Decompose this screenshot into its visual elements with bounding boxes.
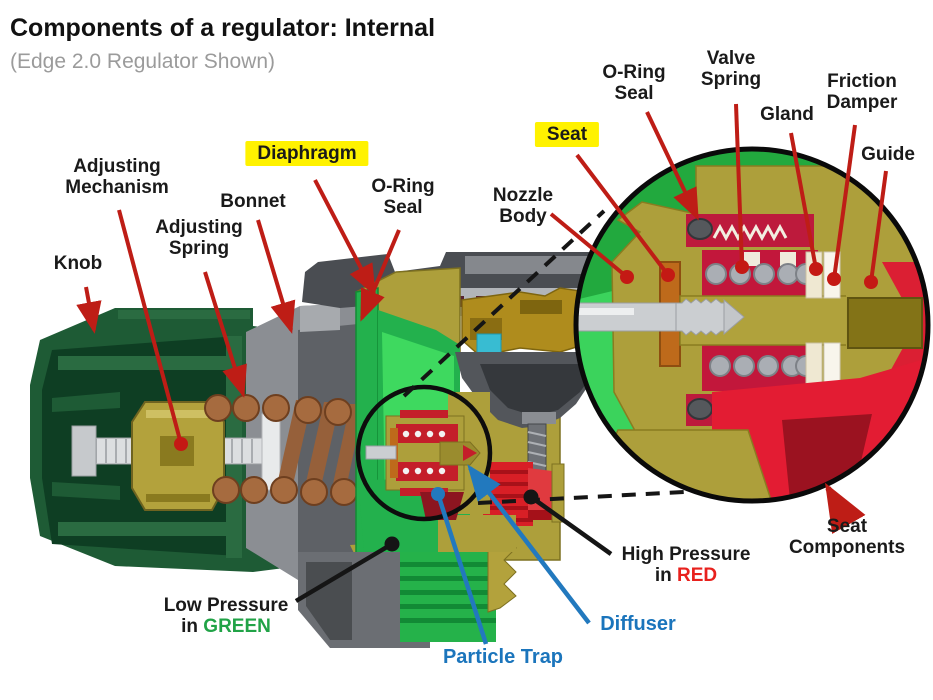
dashed-connectors xyxy=(402,209,703,505)
low-pressure-color-word: GREEN xyxy=(203,616,271,638)
seat-highlight: Seat xyxy=(534,122,600,147)
label-knob: Knob xyxy=(53,253,103,274)
label-adjusting-spring: Adjusting Spring xyxy=(155,217,243,260)
label-diffuser: Diffuser xyxy=(600,613,676,635)
adjusting-spring-graphic xyxy=(204,394,364,506)
label-high-pressure: High Pressure in RED xyxy=(622,544,751,587)
seat-area-graphic xyxy=(365,392,490,520)
label-adjusting-mechanism: Adjusting Mechanism xyxy=(65,156,169,199)
label-seat-components: Seat Components xyxy=(788,516,906,559)
label-low-pressure: Low Pressure in GREEN xyxy=(164,595,289,638)
high-pressure-color-word: RED xyxy=(677,565,718,587)
high-pressure-text: High Pressure xyxy=(621,544,751,565)
label-valve-spring: Valve Spring xyxy=(700,48,762,91)
adjusting-mechanism-graphic xyxy=(71,401,281,511)
low-pressure-prefix: in xyxy=(181,616,204,638)
seat-area-circle xyxy=(355,384,493,522)
label-diaphragm: Diaphragm xyxy=(245,141,369,166)
page-subtitle: (Edge 2.0 Regulator Shown) xyxy=(10,50,275,73)
inset-detail-graphic xyxy=(573,146,931,504)
label-particle-trap: Particle Trap xyxy=(442,646,564,668)
label-gland: Gland xyxy=(760,104,814,125)
diaphragm-highlight: Diaphragm xyxy=(245,141,369,166)
label-oring-seal-left: O-Ring Seal xyxy=(371,176,435,219)
diffuser-bell-graphic xyxy=(455,352,618,473)
leader-lines xyxy=(76,103,888,645)
label-oring-seal-right: O-Ring Seal xyxy=(602,62,666,105)
bottom-stub-graphic xyxy=(298,515,518,648)
label-nozzle-body: Nozzle Body xyxy=(492,185,554,228)
page-title: Components of a regulator: Internal xyxy=(10,14,436,42)
label-seat: Seat xyxy=(534,122,600,147)
label-bonnet: Bonnet xyxy=(220,191,286,212)
low-pressure-text: Low Pressure xyxy=(163,595,289,616)
label-friction-damper: Friction Damper xyxy=(826,71,898,114)
high-pressure-prefix: in xyxy=(654,565,678,587)
label-guide: Guide xyxy=(861,144,915,165)
